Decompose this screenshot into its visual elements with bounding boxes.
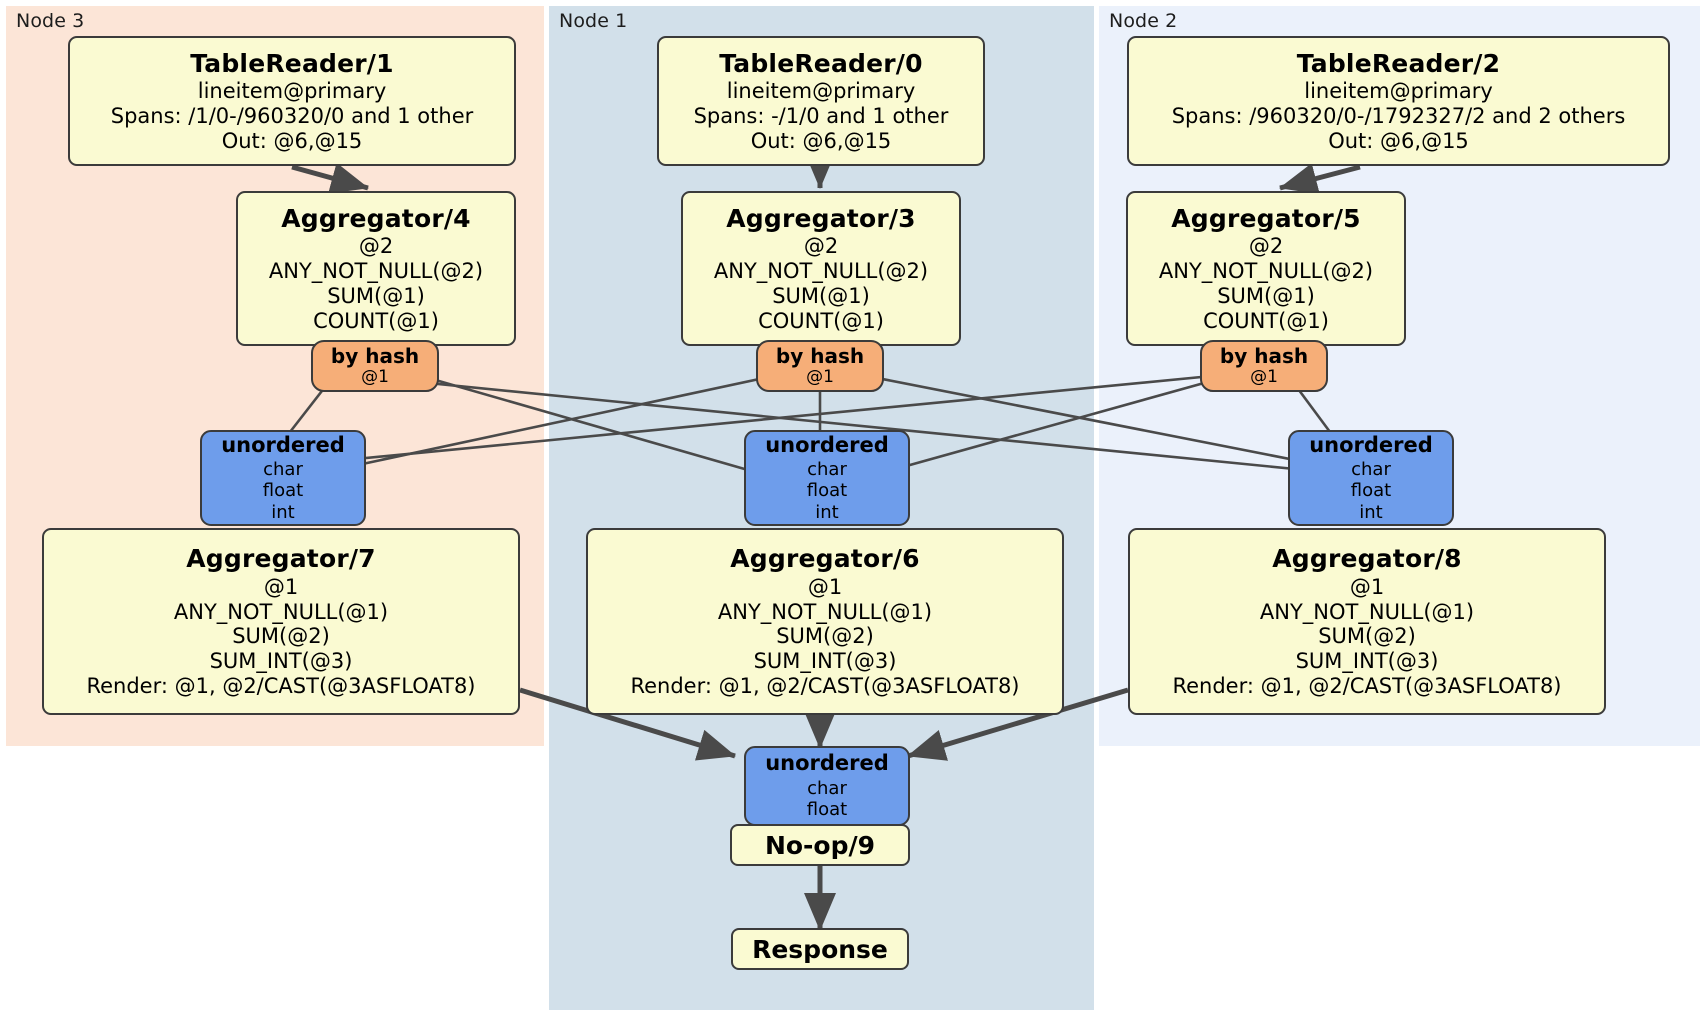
aggregator-4-fn2: SUM(@1) [327, 283, 425, 308]
aggregator-5[interactable]: Aggregator/5 @2 ANY_NOT_NULL(@2) SUM(@1)… [1126, 191, 1406, 346]
synchronizer-unordered-right-type-1: char [1351, 458, 1391, 480]
aggregator-8-fn1: ANY_NOT_NULL(@1) [1259, 599, 1475, 624]
edge-hashleft-syncmiddle [417, 373, 749, 472]
aggregator-6-group: @1 [807, 574, 843, 599]
aggregator-3[interactable]: Aggregator/3 @2 ANY_NOT_NULL(@2) SUM(@1)… [681, 191, 961, 346]
synchronizer-unordered-right-title: unordered [1309, 432, 1433, 457]
aggregator-5-fn1: ANY_NOT_NULL(@2) [1158, 258, 1374, 283]
edge-agg8-syncfinal [907, 687, 1129, 761]
aggregator-8-render: Render: @1, @2/CAST(@3ASFLOAT8) [1172, 673, 1562, 698]
router-by-hash-right-title: by hash [1219, 344, 1309, 369]
synchronizer-unordered-final[interactable]: unordered char float [744, 746, 910, 826]
router-by-hash-middle[interactable]: by hash @1 [756, 340, 884, 392]
table-reader-2-out: Out: @6,@15 [1328, 128, 1469, 153]
aggregator-6-fn1: ANY_NOT_NULL(@1) [717, 599, 933, 624]
aggregator-7[interactable]: Aggregator/7 @1 ANY_NOT_NULL(@1) SUM(@2)… [42, 528, 520, 715]
table-reader-0-title: TableReader/0 [719, 48, 923, 78]
aggregator-3-fn3: COUNT(@1) [758, 308, 884, 333]
synchronizer-unordered-right-type-3: int [1359, 501, 1383, 523]
aggregator-8-fn3: SUM_INT(@3) [1295, 649, 1439, 674]
node-panel-label-node3: Node 3 [16, 10, 85, 32]
table-reader-1[interactable]: TableReader/1 lineitem@primary Spans: /1… [68, 36, 516, 166]
node-panel-label-node2: Node 2 [1109, 10, 1178, 32]
router-by-hash-left-title: by hash [330, 344, 420, 369]
aggregator-6-fn2: SUM(@2) [776, 624, 874, 649]
aggregator-6-title: Aggregator/6 [730, 544, 920, 574]
edge-hashleft-syncright [417, 380, 1306, 472]
synchronizer-unordered-final-type-2: float [806, 799, 848, 821]
aggregator-8-title: Aggregator/8 [1272, 544, 1462, 574]
node-panel-label-node1: Node 1 [559, 10, 628, 32]
aggregator-5-group: @2 [1248, 234, 1284, 259]
aggregator-6-render: Render: @1, @2/CAST(@3ASFLOAT8) [630, 673, 1020, 698]
no-op-9[interactable]: No-op/9 [730, 824, 910, 866]
aggregator-5-fn3: COUNT(@1) [1203, 308, 1329, 333]
aggregator-8-fn2: SUM(@2) [1318, 624, 1416, 649]
aggregator-7-fn1: ANY_NOT_NULL(@1) [173, 599, 389, 624]
aggregator-7-fn2: SUM(@2) [232, 624, 330, 649]
response-node[interactable]: Response [731, 928, 909, 970]
table-reader-1-out: Out: @6,@15 [221, 128, 363, 153]
synchronizer-unordered-middle-title: unordered [765, 432, 889, 457]
aggregator-4[interactable]: Aggregator/4 @2 ANY_NOT_NULL(@2) SUM(@1)… [236, 191, 516, 346]
synchronizer-unordered-middle[interactable]: unordered char float int [744, 430, 910, 526]
table-reader-1-spans: Spans: /1/0-/960320/0 and 1 other [110, 103, 474, 128]
table-reader-1-title: TableReader/1 [190, 48, 394, 78]
aggregator-3-fn2: SUM(@1) [772, 283, 870, 308]
synchronizer-unordered-right-type-2: float [1350, 480, 1392, 502]
router-by-hash-middle-column: @1 [806, 366, 834, 387]
aggregator-4-group: @2 [358, 234, 394, 259]
edge-hashmiddle-syncright [861, 373, 1306, 464]
synchronizer-unordered-left-type-1: char [263, 458, 303, 480]
table-reader-2-table: lineitem@primary [1304, 79, 1493, 104]
table-reader-0-out: Out: @6,@15 [750, 128, 892, 153]
aggregator-4-fn3: COUNT(@1) [313, 308, 439, 333]
table-reader-0-spans: Spans: -/1/0 and 1 other [693, 103, 949, 128]
table-reader-2-spans: Spans: /960320/0-/1792327/2 and 2 others [1171, 103, 1626, 128]
synchronizer-unordered-middle-type-3: int [815, 501, 839, 523]
aggregator-8[interactable]: Aggregator/8 @1 ANY_NOT_NULL(@1) SUM(@2)… [1128, 528, 1606, 715]
synchronizer-unordered-left-type-3: int [271, 501, 295, 523]
aggregator-6-fn3: SUM_INT(@3) [753, 649, 897, 674]
table-reader-1-table: lineitem@primary [197, 79, 387, 104]
table-reader-0[interactable]: TableReader/0 lineitem@primary Spans: -/… [657, 36, 985, 166]
edge-tr2-agg5 [1279, 163, 1361, 195]
aggregator-4-title: Aggregator/4 [281, 203, 471, 233]
synchronizer-unordered-final-title: unordered [765, 751, 889, 776]
aggregator-7-group: @1 [263, 574, 299, 599]
edge-hashright-syncmiddle [891, 376, 1223, 472]
synchronizer-unordered-right[interactable]: unordered char float int [1288, 430, 1454, 526]
router-by-hash-right-column: @1 [1250, 366, 1278, 387]
synchronizer-unordered-middle-type-1: char [807, 458, 847, 480]
aggregator-5-fn2: SUM(@1) [1217, 283, 1315, 308]
aggregator-7-title: Aggregator/7 [186, 544, 376, 574]
edge-hashright-syncleft [324, 373, 1223, 464]
table-reader-2[interactable]: TableReader/2 lineitem@primary Spans: /9… [1127, 36, 1670, 166]
response-node-title: Response [752, 934, 888, 964]
router-by-hash-middle-title: by hash [775, 344, 865, 369]
edge-agg7-syncfinal [519, 687, 736, 761]
edge-tr1-agg4 [291, 162, 369, 194]
aggregator-7-render: Render: @1, @2/CAST(@3ASFLOAT8) [86, 673, 476, 698]
synchronizer-unordered-left[interactable]: unordered char float int [200, 430, 366, 526]
aggregator-3-fn1: ANY_NOT_NULL(@2) [713, 258, 929, 283]
aggregator-5-title: Aggregator/5 [1171, 203, 1361, 233]
aggregator-3-title: Aggregator/3 [726, 203, 916, 233]
synchronizer-unordered-left-title: unordered [221, 432, 345, 457]
aggregator-3-group: @2 [803, 234, 839, 259]
no-op-9-title: No-op/9 [764, 830, 876, 860]
table-reader-2-title: TableReader/2 [1296, 48, 1501, 78]
table-reader-0-table: lineitem@primary [726, 79, 916, 104]
synchronizer-unordered-middle-type-2: float [806, 480, 848, 502]
router-by-hash-right[interactable]: by hash @1 [1200, 340, 1328, 392]
aggregator-7-fn3: SUM_INT(@3) [209, 649, 353, 674]
router-by-hash-left[interactable]: by hash @1 [311, 340, 439, 392]
aggregator-4-fn1: ANY_NOT_NULL(@2) [268, 258, 484, 283]
router-by-hash-left-column: @1 [361, 366, 389, 387]
aggregator-8-group: @1 [1349, 574, 1385, 599]
synchronizer-unordered-left-type-2: float [262, 480, 304, 502]
synchronizer-unordered-final-type-1: char [807, 777, 847, 799]
aggregator-6[interactable]: Aggregator/6 @1 ANY_NOT_NULL(@1) SUM(@2)… [586, 528, 1064, 715]
